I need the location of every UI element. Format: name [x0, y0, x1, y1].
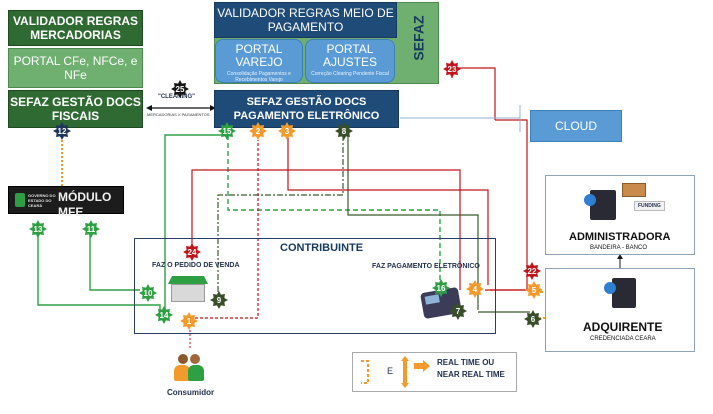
- legend-box: [352, 352, 517, 392]
- badge-4: 4: [466, 280, 484, 298]
- badge-22: 22: [523, 262, 541, 280]
- badge-24: 24: [183, 243, 201, 261]
- adquirente-globe-icon: [604, 282, 616, 294]
- sefaz-docs-fiscais-label: SEFAZ GESTÃO DOCS FISCAIS: [10, 95, 141, 123]
- adquirente-label: ADQUIRENTE: [583, 320, 663, 334]
- portal-docs-box: PORTAL CFe, NFCe, e NFe: [8, 48, 143, 88]
- consumidor-icon: [174, 352, 206, 382]
- cleaning-label: "CLEANING": [158, 94, 196, 100]
- globe-icon: [584, 194, 596, 206]
- badge-14: 14: [155, 306, 173, 324]
- badge-5: 5: [525, 281, 543, 299]
- validador-mercadorias-box: VALIDADOR REGRAS MERCADORIAS: [8, 10, 143, 46]
- consumidor-label: Consumidor: [167, 388, 215, 397]
- legend-bracket-icon: [361, 360, 369, 384]
- administradora-sublabel: BANDEIRA - BANCO: [590, 245, 648, 251]
- modulo-mfe-label: MÓDULO MFE: [58, 190, 112, 219]
- badge-12: 12: [53, 122, 71, 140]
- portal-varejo-label: PORTAL VAREJO: [235, 42, 283, 69]
- badge-2: 2: [249, 122, 267, 140]
- badge-25: 25: [171, 80, 189, 98]
- legend-e-label: E: [387, 366, 394, 376]
- portal-varejo-sub: Consolidação Pagamentos e Recebimentos V…: [227, 71, 291, 83]
- portal-ajustes-box: PORTAL AJUSTES Correção Clearing Pendent…: [305, 39, 395, 83]
- contribuinte-box: [134, 238, 496, 334]
- portal-ajustes-sub: Correção Clearing Pendente Fiscal: [311, 71, 389, 77]
- badge-16: 16: [432, 279, 450, 297]
- ceara-logo-icon: [15, 193, 25, 207]
- badge-7: 7: [449, 302, 467, 320]
- contribuinte-label: CONTRIBUINTE: [280, 242, 364, 254]
- badge-3: 3: [278, 122, 296, 140]
- modulo-logo-text: GOVERNO DO ESTADO DO CEARÁ: [28, 192, 56, 208]
- cloud-label: CLOUD: [554, 119, 597, 133]
- sefaz-pagamento-label: SEFAZ GESTÃO DOCS PAGAMENTO ELETRÔNICO: [233, 96, 380, 122]
- store-icon: [168, 276, 208, 304]
- cleaning-sublabel: MERCADORIAS X PAGAMENTOS: [147, 112, 210, 117]
- validador-pagamento-label: VALIDADOR REGRAS MEIO DE PAGAMENTO: [217, 6, 394, 34]
- validador-pagamento-box: VALIDADOR REGRAS MEIO DE PAGAMENTO: [214, 2, 397, 38]
- administradora-box: [545, 175, 695, 255]
- badge-6: 6: [524, 310, 542, 328]
- faz-pagamento-label: FAZ PAGAMENTO ELETRÔNICO: [372, 263, 480, 270]
- cloud-box: CLOUD: [530, 110, 622, 142]
- badge-1: 1: [180, 312, 198, 330]
- badge-11: 11: [82, 220, 100, 238]
- adquirente-sublabel: CREDENCIADA CEARA: [590, 336, 656, 342]
- portal-ajustes-label: PORTAL AJUSTES: [322, 42, 377, 69]
- badge-13: 13: [29, 220, 47, 238]
- adquirente-server-icon: [612, 278, 636, 308]
- badge-10: 10: [139, 284, 157, 302]
- administradora-label: ADMINISTRADORA: [569, 231, 671, 243]
- badge-9: 9: [210, 291, 228, 309]
- sefaz-pagamento-box: SEFAZ GESTÃO DOCS PAGAMENTO ELETRÔNICO: [214, 90, 399, 128]
- faz-pedido-label: FAZ O PEDIDO DE VENDA: [152, 262, 240, 269]
- validador-mercadorias-label: VALIDADOR REGRAS MERCADORIAS: [12, 14, 139, 42]
- legend-text: REAL TIME OU NEAR REAL TIME: [437, 358, 505, 379]
- portal-docs-label: PORTAL CFe, NFCe, e NFe: [13, 54, 138, 82]
- portal-varejo-box: PORTAL VAREJO Consolidação Pagamentos e …: [215, 39, 303, 83]
- sefaz-vertical-label: SEFAZ: [410, 15, 427, 61]
- badge-15: 15: [218, 122, 236, 140]
- badge-8: 8: [335, 122, 353, 140]
- modulo-mfe-box: GOVERNO DO ESTADO DO CEARÁ: [8, 186, 124, 214]
- funding-boxes-icon: [622, 183, 646, 197]
- funding-label: FUNDING: [634, 201, 665, 211]
- legend-updown-arrow-icon: [401, 356, 409, 388]
- sefaz-docs-fiscais-box: SEFAZ GESTÃO DOCS FISCAIS: [8, 90, 143, 128]
- legend-right-arrow-icon: [414, 360, 430, 372]
- badge-23: 23: [443, 60, 461, 78]
